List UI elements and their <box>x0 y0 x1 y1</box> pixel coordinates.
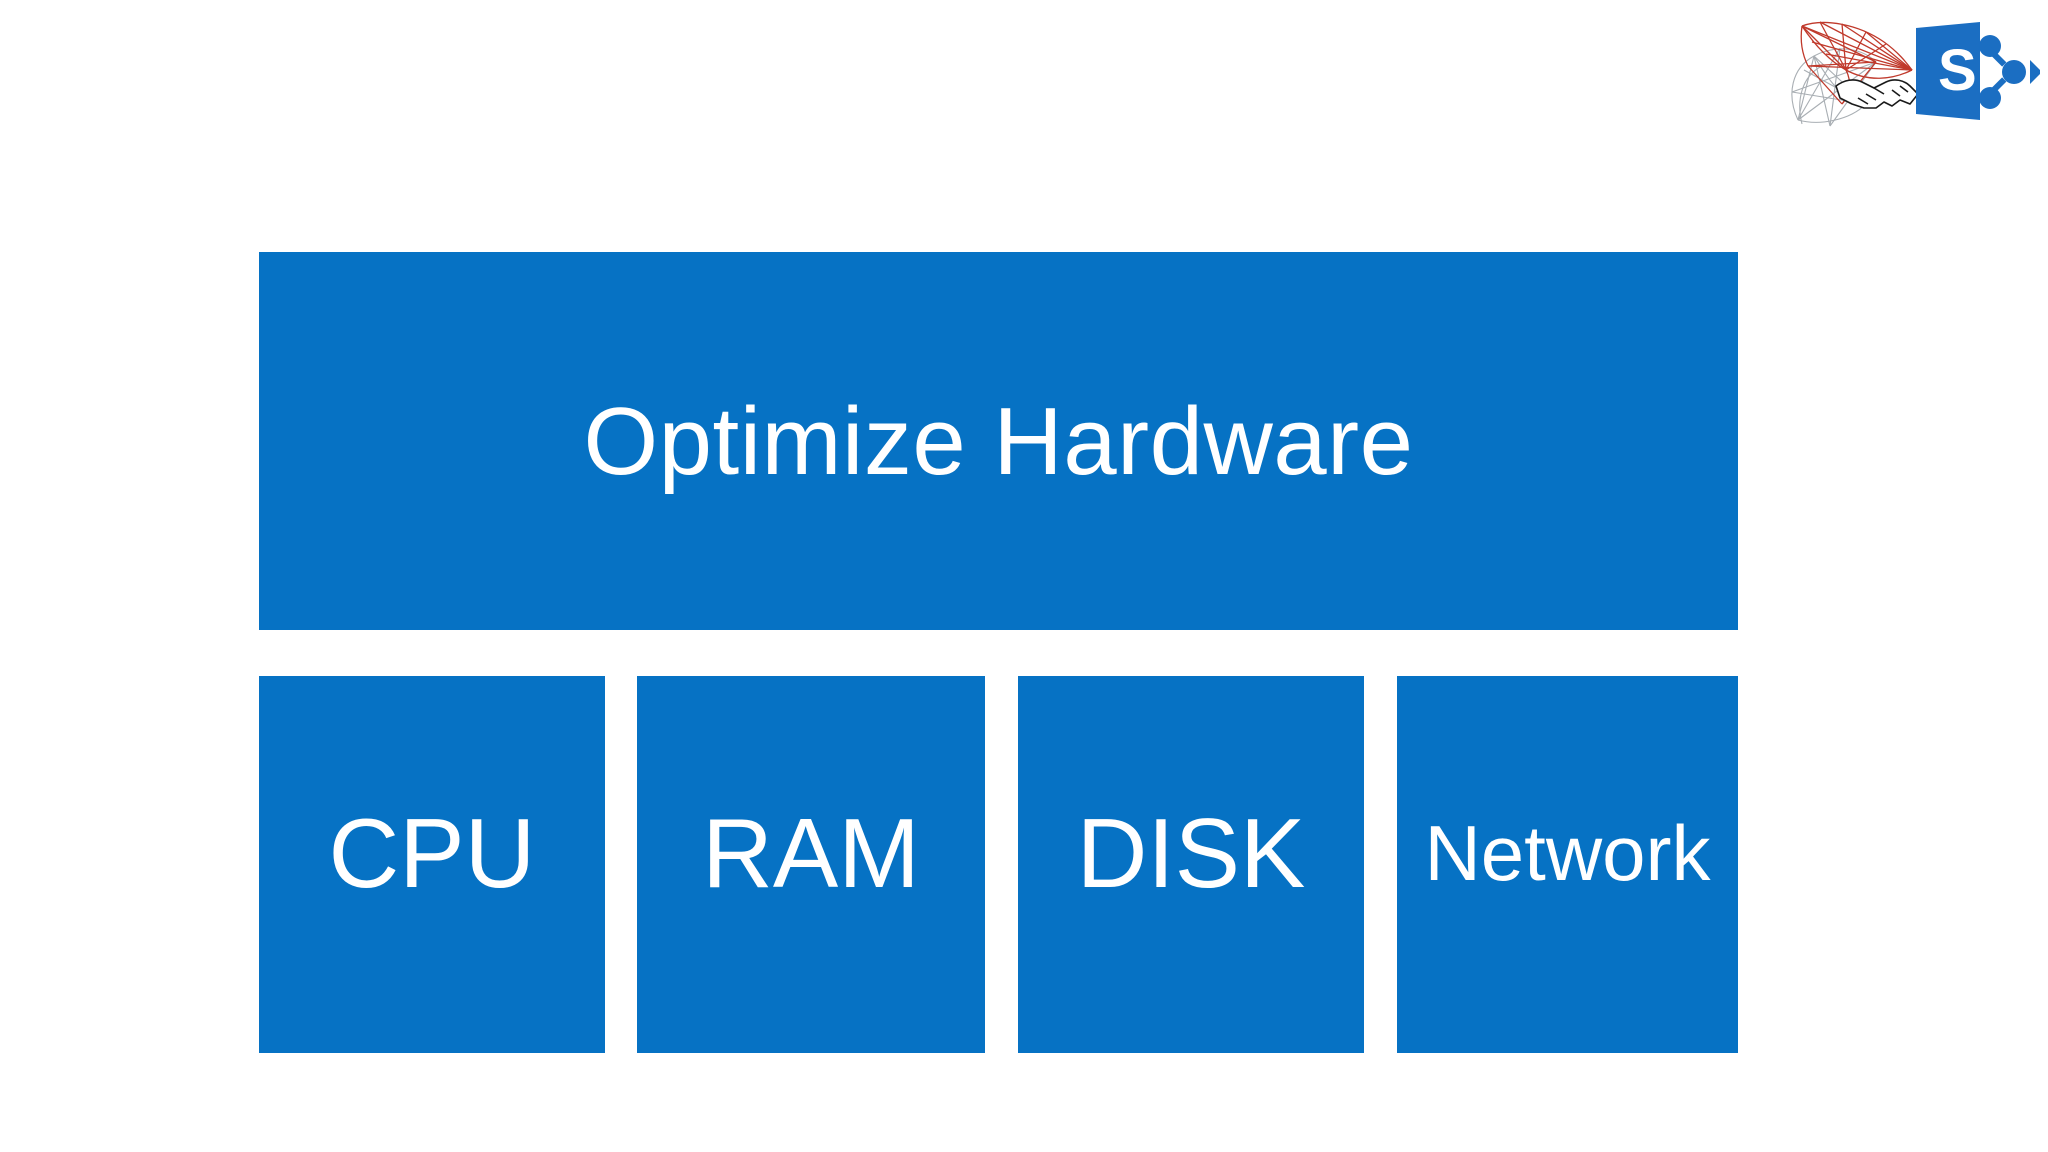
category-block-network[interactable]: Network <box>1397 676 1738 1053</box>
category-label-ram: RAM <box>702 797 920 908</box>
category-label-disk: DISK <box>1076 797 1306 908</box>
sql-server-mesh-red-icon <box>1800 21 1913 105</box>
share-nodes-icon <box>1979 35 2040 109</box>
logo-svg: S <box>1791 21 2040 127</box>
sharepoint-letter: S <box>1938 38 1977 103</box>
category-label-cpu: CPU <box>328 797 536 908</box>
category-block-cpu[interactable]: CPU <box>259 676 605 1053</box>
sharepoint-icon: S <box>1916 22 1980 120</box>
handshake-icon <box>1835 79 1919 109</box>
category-block-disk[interactable]: DISK <box>1018 676 1364 1053</box>
sql-server-sharepoint-logo: S <box>1780 8 2040 138</box>
category-label-network: Network <box>1424 808 1711 897</box>
page-title: Optimize Hardware <box>583 388 1414 495</box>
optimize-hardware-header-block: Optimize Hardware <box>259 252 1738 630</box>
category-block-ram[interactable]: RAM <box>637 676 985 1053</box>
